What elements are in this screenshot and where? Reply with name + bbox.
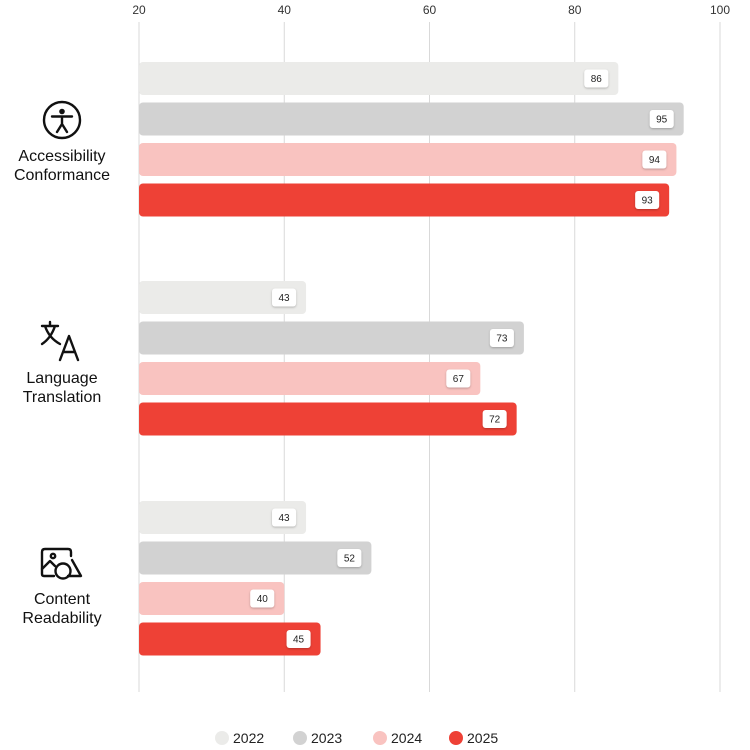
legend-label: 2023 bbox=[311, 730, 342, 746]
category-label-1-line-1: Translation bbox=[23, 389, 102, 406]
x-tick-label-40: 40 bbox=[278, 3, 292, 17]
data-labels: 86 95 94 93 43 73 67 72 43 52 40 45 bbox=[250, 69, 674, 648]
data-label-text: 72 bbox=[489, 415, 501, 426]
data-label-box bbox=[250, 589, 275, 608]
x-axis-ticks: 20 40 60 80 100 bbox=[132, 3, 730, 17]
data-label-text: 73 bbox=[496, 334, 508, 345]
accessibility-icon bbox=[42, 100, 82, 140]
content-readability-icon bbox=[40, 547, 83, 580]
data-label-box bbox=[286, 630, 311, 648]
legend-label: 2025 bbox=[467, 730, 498, 746]
data-label-box bbox=[482, 410, 507, 428]
data-label-box bbox=[642, 150, 667, 169]
data-label-text: 86 bbox=[591, 74, 603, 85]
bar-2022-2 bbox=[139, 501, 307, 534]
data-label-text: 95 bbox=[656, 115, 668, 126]
data-label-box bbox=[584, 69, 609, 88]
data-label-text: 94 bbox=[649, 155, 661, 166]
x-tick-label-60: 60 bbox=[423, 3, 437, 17]
bar-2023-0 bbox=[139, 102, 684, 136]
bar-2025-0 bbox=[139, 183, 670, 217]
x-tick-label-80: 80 bbox=[568, 3, 582, 17]
data-label-box bbox=[272, 288, 297, 307]
data-label-2025-1: 72 bbox=[482, 410, 507, 428]
data-label-box bbox=[337, 549, 362, 567]
data-label-text: 45 bbox=[293, 635, 305, 646]
legend-swatch bbox=[373, 731, 387, 745]
data-label-box bbox=[649, 110, 674, 128]
legend-label: 2022 bbox=[233, 730, 264, 746]
bar-2023-1 bbox=[139, 321, 524, 355]
bar-2024-2 bbox=[139, 582, 285, 615]
category-label-1-line-0: Language bbox=[26, 370, 97, 387]
data-label-2025-2: 45 bbox=[286, 630, 311, 648]
data-label-box bbox=[489, 329, 514, 347]
category-label-0-line-1: Conformance bbox=[14, 167, 110, 184]
category-label-2-line-1: Readability bbox=[22, 610, 101, 627]
bar-2023-2 bbox=[139, 541, 372, 575]
bar-2025-2 bbox=[139, 622, 321, 656]
bar-2022-0 bbox=[139, 62, 619, 95]
bars bbox=[139, 62, 684, 656]
data-label-text: 67 bbox=[453, 374, 465, 385]
bar-2025-1 bbox=[139, 402, 517, 436]
translate-icon bbox=[40, 320, 80, 362]
data-label-text: 52 bbox=[344, 554, 356, 565]
data-label-2024-2: 40 bbox=[250, 589, 275, 608]
bar-2022-1 bbox=[139, 281, 307, 314]
data-label-2022-0: 86 bbox=[584, 69, 609, 88]
legend-item-2022: 2022 bbox=[215, 730, 264, 746]
category-label-0-line-0: Accessibility bbox=[18, 148, 105, 165]
data-label-2023-1: 73 bbox=[489, 329, 514, 347]
category-labels: AccessibilityConformanceLanguageTranslat… bbox=[14, 100, 110, 627]
data-label-text: 43 bbox=[278, 513, 290, 524]
data-label-2022-1: 43 bbox=[272, 288, 297, 307]
data-label-2022-2: 43 bbox=[272, 508, 297, 527]
data-label-box bbox=[446, 369, 471, 388]
legend-item-2024: 2024 bbox=[373, 730, 422, 746]
data-label-2024-1: 67 bbox=[446, 369, 471, 388]
legend-swatch bbox=[293, 731, 307, 745]
data-label-2023-0: 95 bbox=[649, 110, 674, 128]
legend: 2022 2023 2024 2025 bbox=[215, 730, 498, 746]
data-label-text: 43 bbox=[278, 293, 290, 304]
category-label-2-line-0: Content bbox=[34, 591, 91, 608]
bar-2024-0 bbox=[139, 143, 677, 176]
data-label-2025-0: 93 bbox=[635, 191, 660, 209]
data-label-2023-2: 52 bbox=[337, 549, 362, 567]
bar-2024-1 bbox=[139, 362, 481, 395]
legend-label: 2024 bbox=[391, 730, 422, 746]
legend-item-2025: 2025 bbox=[449, 730, 498, 746]
legend-swatch bbox=[215, 731, 229, 745]
x-tick-label-20: 20 bbox=[132, 3, 146, 17]
legend-swatch bbox=[449, 731, 463, 745]
legend-item-2023: 2023 bbox=[293, 730, 342, 746]
data-label-box bbox=[635, 191, 660, 209]
data-label-text: 93 bbox=[642, 196, 654, 207]
data-label-text: 40 bbox=[257, 594, 269, 605]
x-tick-label-100: 100 bbox=[710, 3, 730, 17]
data-label-box bbox=[272, 508, 297, 527]
data-label-2024-0: 94 bbox=[642, 150, 667, 169]
